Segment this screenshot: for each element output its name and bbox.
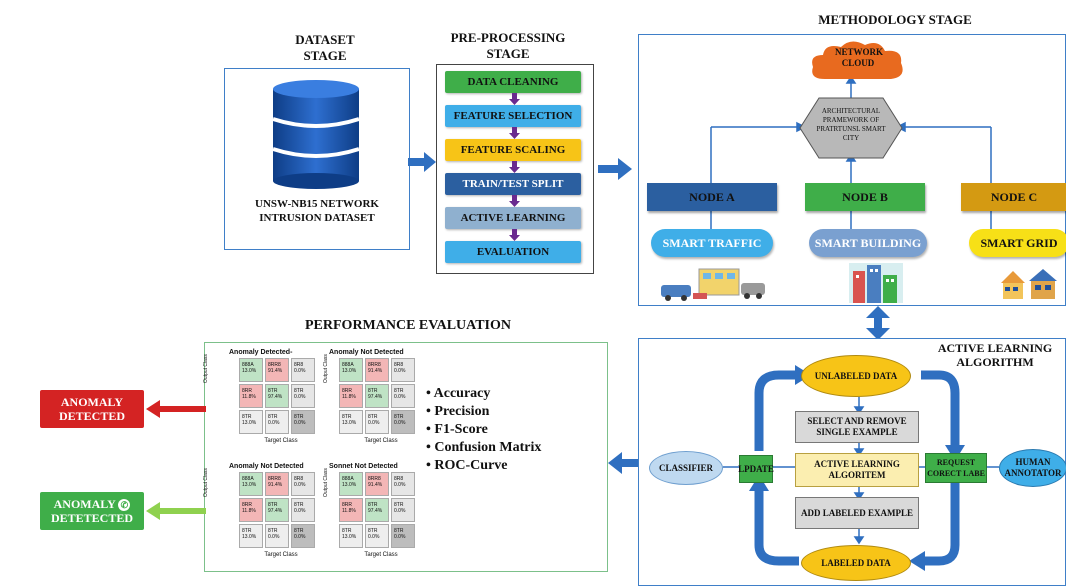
double-arrow-vertical xyxy=(866,306,890,340)
metric-f1: • F1-Score xyxy=(426,422,488,437)
step-feature-scaling: FEATURE SCALING xyxy=(445,139,581,161)
matrix-1-xlabel: Target Class xyxy=(264,438,298,444)
active-learning-title: ACTIVE LEARNING ALGORITHM xyxy=(937,341,1053,369)
matrix-3-xlabel: Target Class xyxy=(264,552,298,558)
smart-building: SMART BUILDING xyxy=(809,229,927,257)
classifier: CLASSIFIER xyxy=(649,451,723,485)
al-algorithm-box: ACTIVE LEARNING ALGORITEM xyxy=(795,453,919,487)
metric-precision-label: Precision xyxy=(434,404,490,419)
step-active-learning: ACTIVE LEARNING xyxy=(445,207,581,229)
framework-label: ARCHITECTURAL PRAMEWORK OF PRATRTUNSL SM… xyxy=(816,107,886,142)
metric-roc: • ROC-Curve xyxy=(426,458,508,473)
network-cloud-label: NETWORK CLOUD xyxy=(835,47,884,68)
matrix-2-ylabel: Output Class xyxy=(323,354,329,383)
request-label-box: REQUEST CORECT LABE xyxy=(925,453,987,483)
labeled-data: LABELED DATA xyxy=(801,545,911,581)
step-data-cleaning: DATA CLEANING xyxy=(445,71,581,93)
active-learning-panel: ACTIVE LEARNING ALGORITHM UNLABELED DATA… xyxy=(638,338,1066,586)
metric-confusion: • Confusion Matrix xyxy=(426,440,542,455)
step-feature-selection: FEATURE SELECTION xyxy=(445,105,581,127)
dataset-label: UNSW-NB15 NETWORK INTRUSION DATASET xyxy=(255,198,379,224)
smart-grid: SMART GRID xyxy=(969,229,1066,257)
metric-precision: • Precision xyxy=(426,404,490,419)
node-c: NODE C xyxy=(961,183,1066,211)
matrix-4-title: Sonnet Not Detected xyxy=(329,463,398,470)
metric-f1-label: F1-Score xyxy=(434,422,488,437)
matrix-4-ylabel: Output Class xyxy=(323,468,329,497)
anomaly-detected-box: ANOMALY DETECTED xyxy=(40,390,144,428)
red-arrow xyxy=(146,400,206,418)
cloud-icon xyxy=(812,41,903,79)
methodology-stage-title: METHODOLOGY STAGE xyxy=(818,12,972,27)
cycle-arrows xyxy=(723,365,999,571)
anomaly-green-line1: ANOMALY xyxy=(53,497,116,511)
performance-title: PERFORMANCE EVALUATION xyxy=(305,318,511,333)
traffic-illustration xyxy=(661,268,765,301)
human-annotator: HUMAN ANNOTATOR xyxy=(999,449,1066,487)
arrow-preprocessing-to-methodology xyxy=(598,158,632,180)
select-remove-box: SELECT AND REMOVE SINGLE EXAMPLE xyxy=(795,411,919,443)
step-evaluation: EVALUATION xyxy=(445,241,581,263)
matrix-3-ylabel: Output Class xyxy=(203,468,209,497)
smart-traffic: SMART TRAFFIC xyxy=(651,229,773,257)
dataset-panel: UNSW-NB15 NETWORK INTRUSION DATASET xyxy=(224,68,410,250)
add-labeled-box: ADD LABELED EXAMPLE xyxy=(795,497,919,529)
green-arrow xyxy=(146,502,206,520)
matrix-2-title: Anomaly Not Detected xyxy=(329,349,404,356)
dataset-stage-title: DATASET STAGE xyxy=(295,32,355,63)
step-train-test-split: TRAIN/TEST SPLIT xyxy=(445,173,581,195)
node-a: NODE A xyxy=(647,183,777,211)
arrow-dataset-to-preprocessing xyxy=(408,152,436,172)
anomaly-detected-green-box: ANOMALY ✆ DETETECTED xyxy=(40,492,144,530)
update-box: LPDATE xyxy=(738,455,774,483)
preprocessing-arrows xyxy=(509,93,520,241)
anomaly-green-line2: DETETECTED xyxy=(50,511,134,525)
methodology-panel: NETWORK CLOUD ARCHITECTURAL PRAMEWORK OF… xyxy=(638,34,1066,306)
unlabeled-data: UNLABELED DATA xyxy=(801,355,911,397)
arrow-al-to-performance xyxy=(608,452,640,474)
database-icon xyxy=(272,80,360,189)
framework-hexagon xyxy=(799,97,903,159)
node-b: NODE B xyxy=(805,183,925,211)
metric-roc-label: ROC-Curve xyxy=(434,458,508,473)
preprocessing-stage-title: PRE-PROCESSING STAGE xyxy=(450,30,566,61)
building-illustration xyxy=(849,263,903,303)
metric-accuracy: • Accuracy xyxy=(426,386,491,401)
metric-confusion-label: Confusion Matrix xyxy=(434,440,542,455)
matrix-1-ylabel: Output Class xyxy=(203,354,209,383)
matrix-1-title: Anomaly Detected- xyxy=(229,349,293,356)
preprocessing-panel: DATA CLEANING FEATURE SELECTION FEATURE … xyxy=(436,64,594,274)
matrix-2-xlabel: Target Class xyxy=(364,438,398,444)
matrix-4-xlabel: Target Class xyxy=(364,552,398,558)
phone-icon: ✆ xyxy=(118,499,131,511)
matrix-3-title: Anomaly Not Detected xyxy=(229,463,304,470)
grid-illustration xyxy=(1001,269,1057,299)
metric-accuracy-label: Accuracy xyxy=(433,386,491,401)
